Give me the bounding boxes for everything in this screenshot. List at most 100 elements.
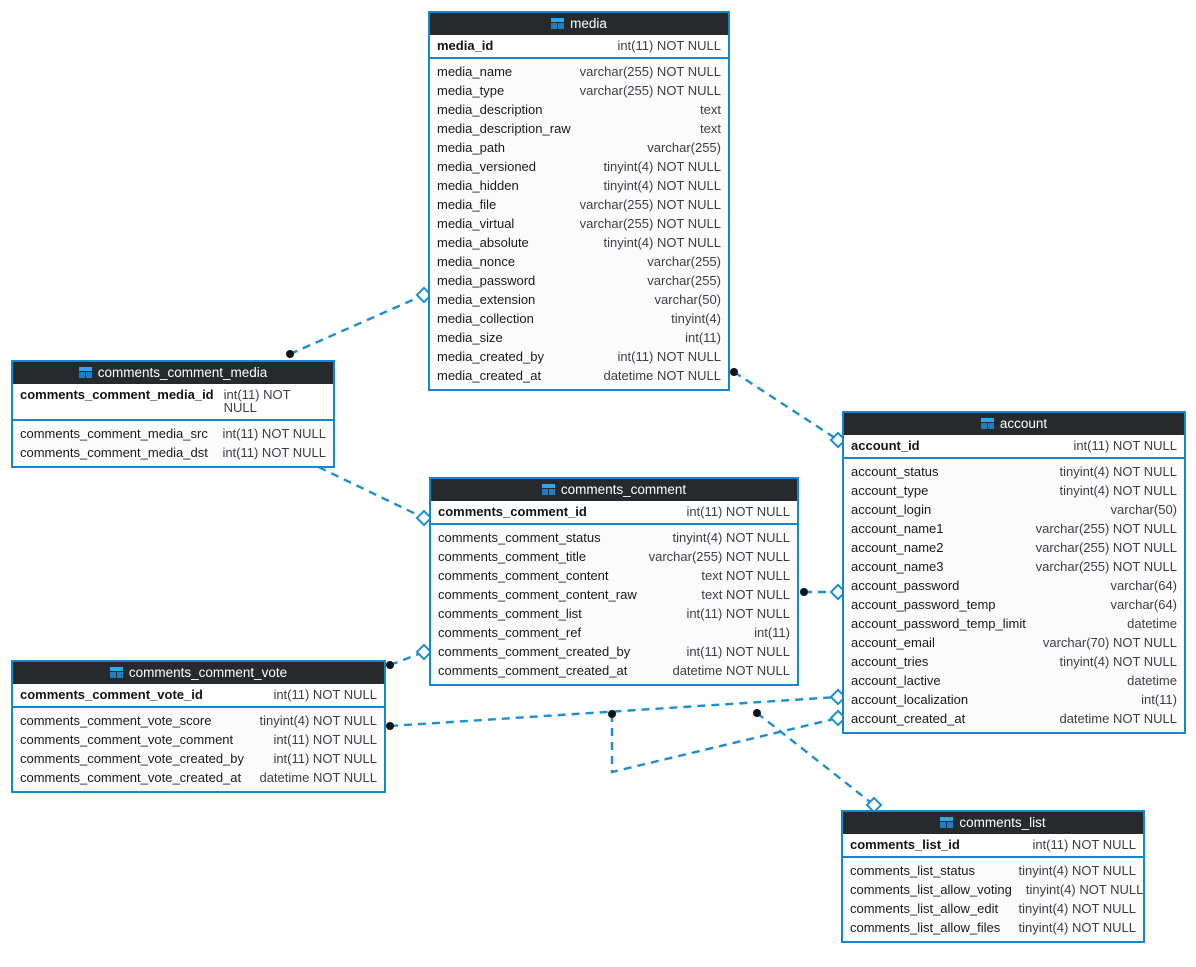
field-type: tinyint(4) NOT NULL: [603, 235, 721, 250]
field-type: tinyint(4) NOT NULL: [1018, 920, 1136, 935]
field-type: int(11) NOT NULL: [686, 644, 790, 659]
relation-line: [733, 370, 839, 442]
field-name: account_status: [851, 464, 939, 479]
field-name: account_type: [851, 483, 929, 498]
field-name: media_hidden: [437, 178, 519, 193]
table-comments_comment_vote[interactable]: comments_comment_vote comments_comment_vo…: [11, 660, 386, 793]
field-type: tinyint(4) NOT NULL: [1018, 901, 1136, 916]
table-header-comments_comment[interactable]: comments_comment: [431, 479, 797, 501]
column-row[interactable]: account_status tinyint(4) NOT NULL: [844, 462, 1184, 481]
relation-line: [389, 650, 425, 667]
field-name: comments_comment_status: [438, 530, 601, 545]
table-header-comments_comment_vote[interactable]: comments_comment_vote: [13, 662, 384, 684]
field-type: tinyint(4) NOT NULL: [1059, 464, 1177, 479]
relation-endpoint-dot: [753, 709, 761, 717]
table-header-account[interactable]: account: [844, 413, 1184, 435]
field-type: varchar(255): [647, 273, 721, 288]
relation-endpoint-dot: [386, 722, 394, 730]
table-icon: [541, 484, 555, 495]
table-header-comments_comment_media[interactable]: comments_comment_media: [13, 362, 333, 384]
field-name: media_path: [437, 140, 505, 155]
field-type: text: [700, 121, 721, 136]
relation-rel-comment-created-by-account: [608, 709, 847, 774]
field-type: datetime: [1127, 673, 1177, 688]
field-type: tinyint(4) NOT NULL: [259, 713, 377, 728]
table-icon: [78, 367, 92, 378]
table-header-media[interactable]: media: [430, 13, 728, 35]
field-name: media_extension: [437, 292, 536, 307]
field-type: varchar(255) NOT NULL: [579, 197, 721, 212]
field-type: int(11) NOT NULL: [1032, 837, 1136, 852]
field-name: media_file: [437, 197, 497, 212]
field-type: varchar(255) NOT NULL: [1035, 559, 1177, 574]
table-title: comments_list: [959, 814, 1046, 830]
field-name: account_id: [851, 438, 920, 453]
table-header-comments_list[interactable]: comments_list: [843, 812, 1143, 834]
column-row[interactable]: account_type tinyint(4) NOT NULL: [844, 481, 1184, 500]
column-row[interactable]: media_file varchar(255) NOT NULL: [430, 195, 728, 214]
field-name: media_collection: [437, 311, 534, 326]
field-type: varchar(70) NOT NULL: [1042, 635, 1177, 650]
table-title: comments_comment_vote: [128, 664, 288, 680]
field-type: tinyint(4) NOT NULL: [1059, 483, 1177, 498]
